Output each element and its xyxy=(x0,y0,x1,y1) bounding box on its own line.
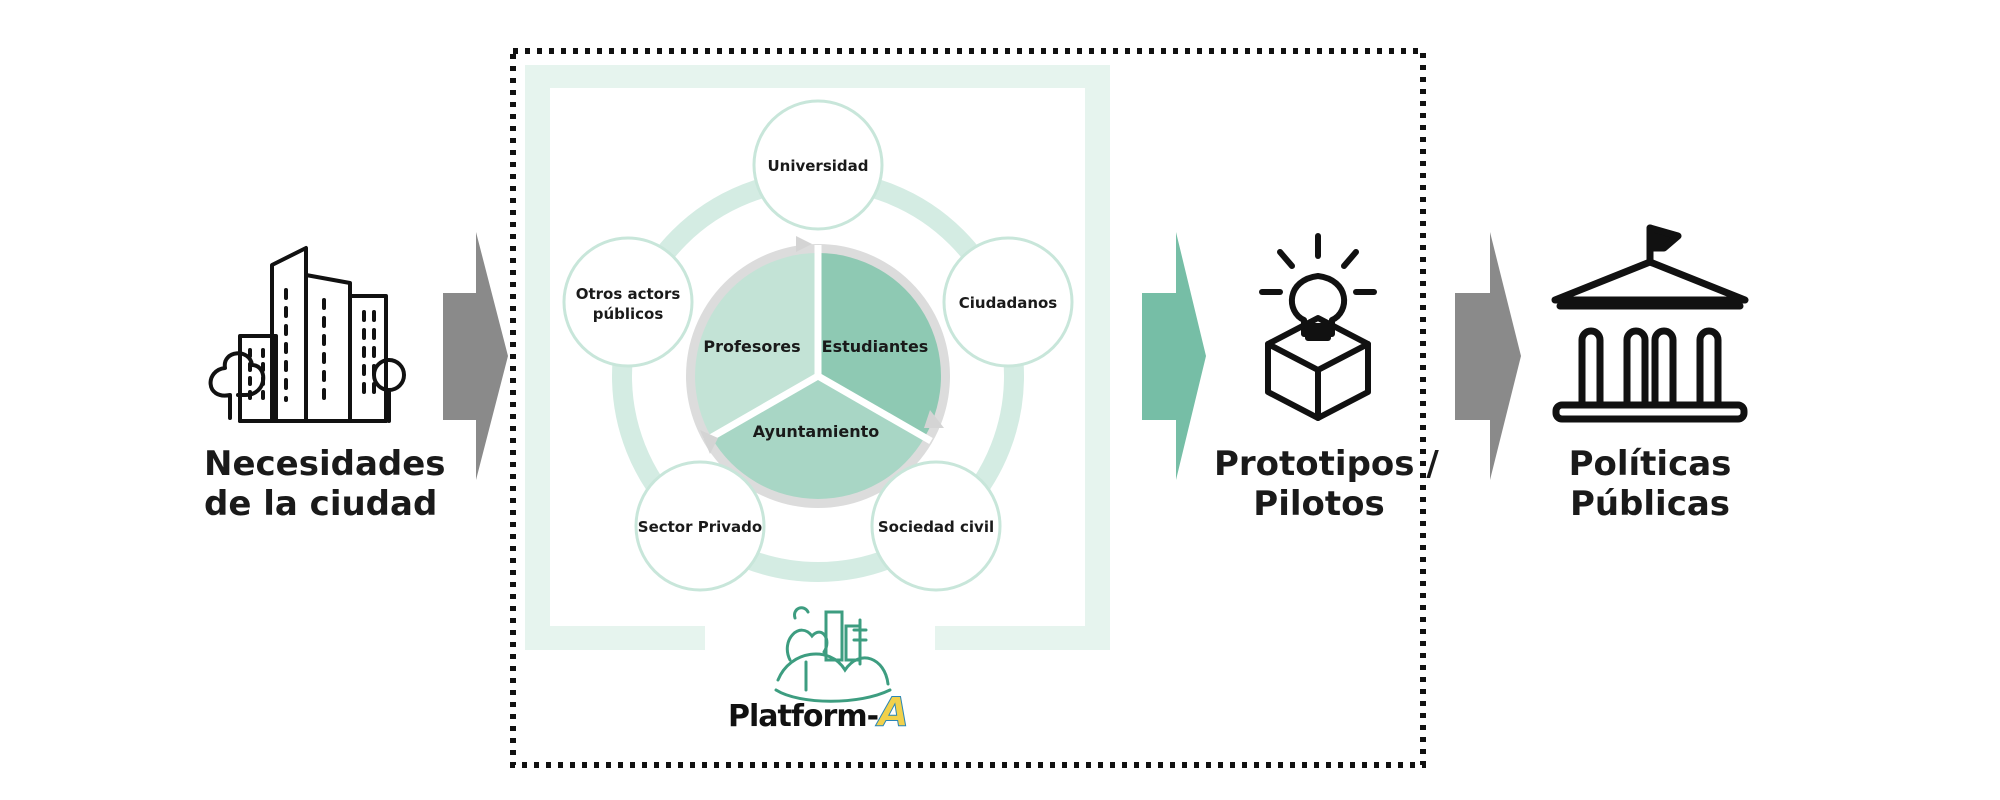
lightbulb-box-icon xyxy=(1259,233,1377,421)
actor-label-universidad: Universidad xyxy=(767,157,868,175)
wedge-ayuntamiento xyxy=(711,376,925,499)
actor-ciudadanos: Ciudadanos xyxy=(942,236,1074,368)
label-public-policies-line2: Públicas xyxy=(1569,484,1731,524)
cycle-arrowhead xyxy=(796,236,812,252)
label-prototypes-line2: Pilotos xyxy=(1253,484,1385,524)
platform-a-logo-word: Platform- xyxy=(728,699,879,734)
wedge-label-profesores: Profesores xyxy=(703,337,800,356)
actor-label-otros-line2: públicos xyxy=(593,305,664,323)
flow-arrow-green xyxy=(1142,232,1206,480)
actor-label-otros-line1: Otros actors xyxy=(576,285,681,303)
label-public-policies: Políticas Públicas xyxy=(1540,444,1760,524)
actor-otros-actores: Otros actors públicos xyxy=(562,236,694,368)
actor-label-ciudadanos: Ciudadanos xyxy=(959,294,1058,312)
flow-arrow-grey-2 xyxy=(1455,232,1521,480)
actor-label-sector-privado: Sector Privado xyxy=(638,518,762,536)
logo-gap xyxy=(705,626,935,656)
cycle-arrowhead xyxy=(924,410,944,428)
actor-sociedad-civil: Sociedad civil xyxy=(870,460,1002,592)
label-public-policies-line1: Políticas xyxy=(1568,444,1732,484)
separator-line xyxy=(816,372,933,445)
flow-arrow-grey-1 xyxy=(443,232,508,480)
actor-label-sociedad-civil: Sociedad civil xyxy=(878,518,994,536)
government-building-icon xyxy=(1551,224,1749,423)
label-city-needs-line1: Necesidades xyxy=(204,444,446,484)
actor-sector-privado: Sector Privado xyxy=(634,460,766,592)
cycle-arrowhead xyxy=(700,430,718,454)
wedge-label-ayuntamiento: Ayuntamiento xyxy=(753,422,880,441)
platform-a-logo-letter: A xyxy=(878,690,910,737)
separator-line xyxy=(703,372,820,445)
wedge-label-estudiantes: Estudiantes xyxy=(822,337,929,356)
label-prototypes: Prototipos / Pilotos xyxy=(1214,444,1439,524)
label-prototypes-line1: Prototipos / xyxy=(1214,444,1439,484)
platform-a-logo-icon xyxy=(774,606,892,703)
core-triad: Profesores Estudiantes Ayuntamiento xyxy=(686,236,950,508)
platform-a-logo-text: Platform-A xyxy=(728,690,910,737)
label-city-needs: Necesidades de la ciudad xyxy=(204,444,446,524)
label-city-needs-line2: de la ciudad xyxy=(204,484,438,524)
city-buildings-icon xyxy=(208,246,406,423)
actor-universidad: Universidad xyxy=(752,99,884,231)
platform-dotted-frame xyxy=(510,48,1426,768)
